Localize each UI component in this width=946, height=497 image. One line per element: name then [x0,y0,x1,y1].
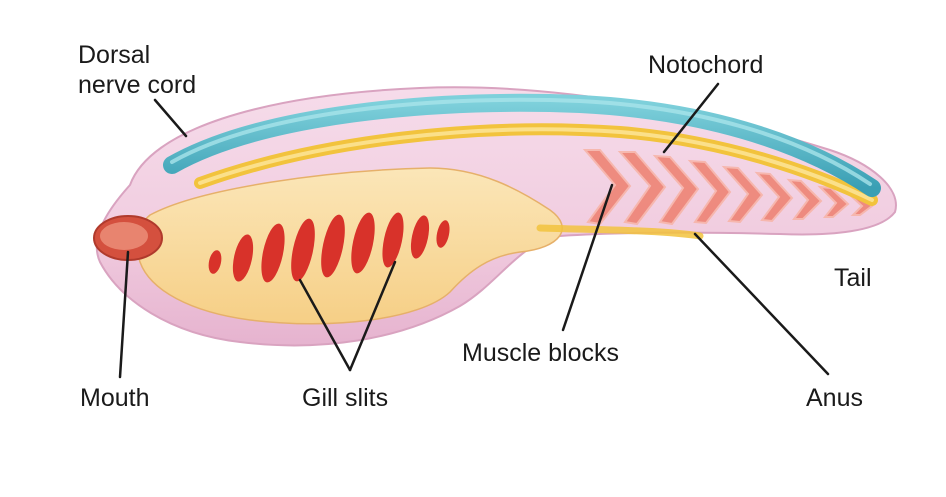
mouth [93,215,163,261]
label-notochord: Notochord [648,51,764,79]
leader-gill-slits-left [298,278,352,372]
label-tail: Tail [834,264,872,292]
label-nerve-cord: nerve cord [78,71,197,99]
gill-slits [208,212,450,283]
label-muscle-blocks: Muscle blocks [462,339,619,367]
label-gill-slits: Gill slits [302,384,389,412]
label-anus: Anus [806,384,863,412]
leader-lines [118,82,830,379]
leader-notochord [662,82,720,154]
leader-mouth [118,250,130,379]
pharynx [136,167,563,325]
leader-muscle-blocks [561,183,614,332]
leader-anus [693,232,830,376]
leader-dorsal-nerve-cord [153,98,188,138]
muscle-blocks [582,149,874,226]
label-mouth: Mouth [80,384,150,412]
dorsal-nerve-cord [163,93,881,197]
intestine [536,224,704,240]
label-dorsal: Dorsal [78,41,151,69]
leader-gill-slits-right [348,260,397,372]
